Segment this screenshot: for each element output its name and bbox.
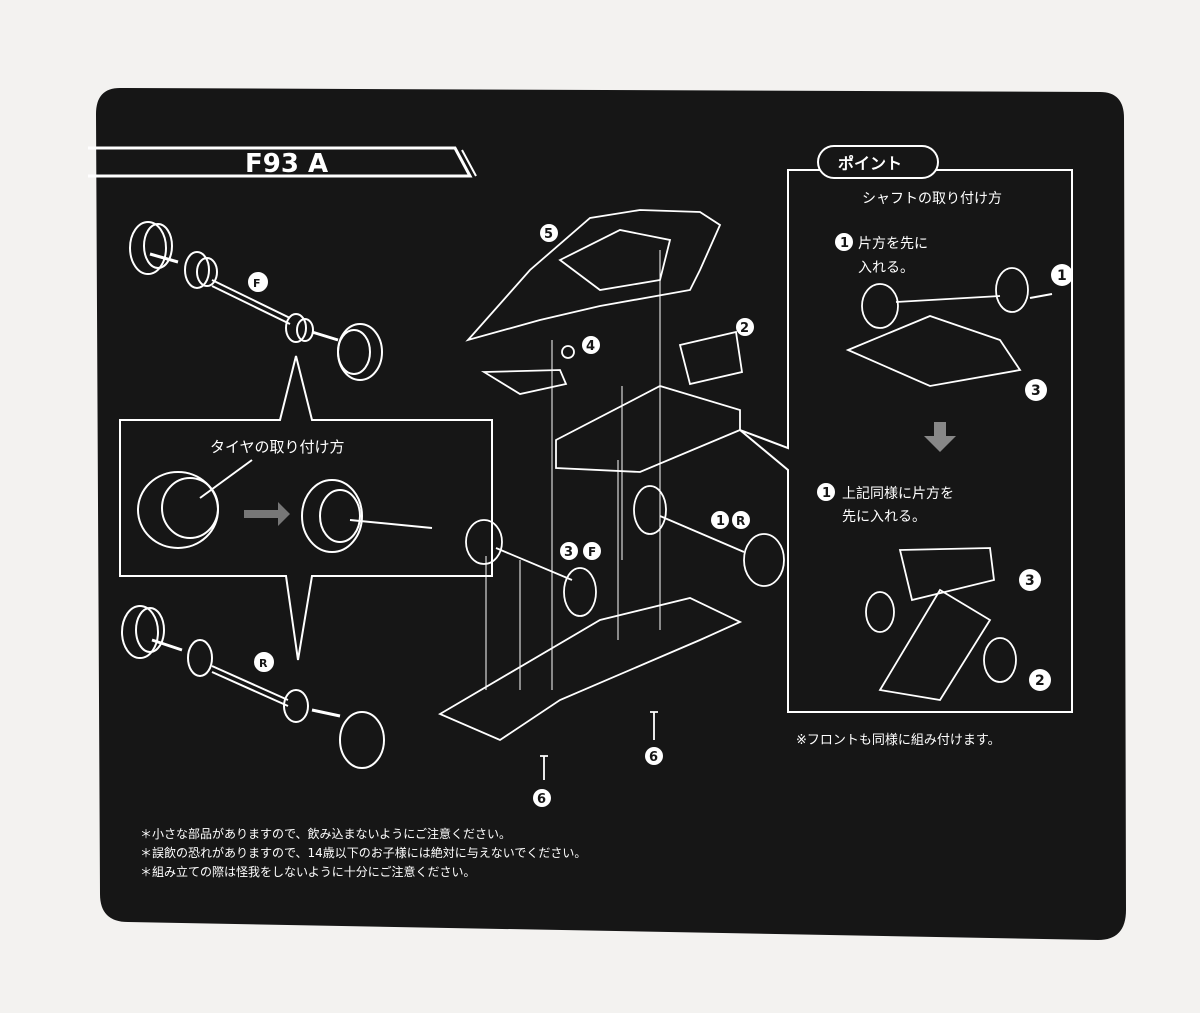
callout-2: 2 bbox=[736, 318, 754, 336]
callout-4: 4 bbox=[582, 336, 600, 354]
svg-text:F: F bbox=[588, 545, 596, 559]
warnings: ＊小さな部品がありますので、飲み込まないようにご注意ください。 ＊誤飲の恐れがあ… bbox=[140, 826, 586, 879]
point-note: ※フロントも同様に組み付けます。 bbox=[796, 733, 1001, 748]
point-title: ポイント bbox=[838, 154, 902, 173]
svg-text:R: R bbox=[736, 514, 745, 528]
label-f-top: F bbox=[253, 277, 261, 290]
svg-text:1: 1 bbox=[716, 514, 725, 529]
point-step2-text-b: 先に入れる。 bbox=[842, 509, 926, 525]
svg-text:4: 4 bbox=[586, 339, 595, 354]
point-step1-text-b: 入れる。 bbox=[858, 260, 914, 276]
point-step1-text-a: 片方を先に bbox=[858, 236, 928, 252]
rear-wheel-assembly bbox=[121, 605, 385, 769]
point-num-3a: 3 bbox=[1031, 383, 1041, 399]
card bbox=[96, 88, 1126, 940]
svg-text:6: 6 bbox=[649, 750, 658, 765]
svg-text:6: 6 bbox=[537, 792, 546, 807]
warning-1: ＊小さな部品がありますので、飲み込まないようにご注意ください。 bbox=[140, 826, 511, 841]
label-r-bottom: R bbox=[259, 657, 268, 670]
front-wheel-assembly bbox=[129, 221, 383, 381]
tire-box: タイヤの取り付け方 bbox=[119, 355, 493, 661]
header-bar: F93 A bbox=[88, 146, 477, 179]
point-subtitle: シャフトの取り付け方 bbox=[862, 191, 1002, 207]
tire-box-title: タイヤの取り付け方 bbox=[210, 438, 345, 456]
svg-text:5: 5 bbox=[544, 227, 553, 242]
point-step2-text-a: 上記同様に片方を bbox=[842, 485, 954, 502]
svg-text:3: 3 bbox=[564, 545, 573, 560]
model-title: F93 A bbox=[245, 149, 328, 179]
point-step1-num: 1 bbox=[840, 236, 849, 251]
callout-5: 5 bbox=[540, 224, 558, 242]
point-num-2a: 1 bbox=[1057, 268, 1067, 284]
point-box: ポイント シャフトの取り付け方 1 片方を先に 入れる。 1 3 1 上記同様に… bbox=[739, 145, 1073, 748]
point-num-3b: 3 bbox=[1025, 573, 1035, 589]
warning-2: ＊誤飲の恐れがありますので、14歳以下のお子様には絶対に与えないでください。 bbox=[140, 845, 586, 860]
callout-6-left: 6 bbox=[533, 789, 551, 807]
svg-text:2: 2 bbox=[740, 321, 749, 336]
warning-3: ＊組み立ての際は怪我をしないように十分にご注意ください。 bbox=[140, 864, 476, 879]
point-step2-num: 1 bbox=[822, 486, 831, 501]
point-num-2b: 2 bbox=[1035, 673, 1045, 689]
callout-6-right: 6 bbox=[645, 747, 663, 765]
